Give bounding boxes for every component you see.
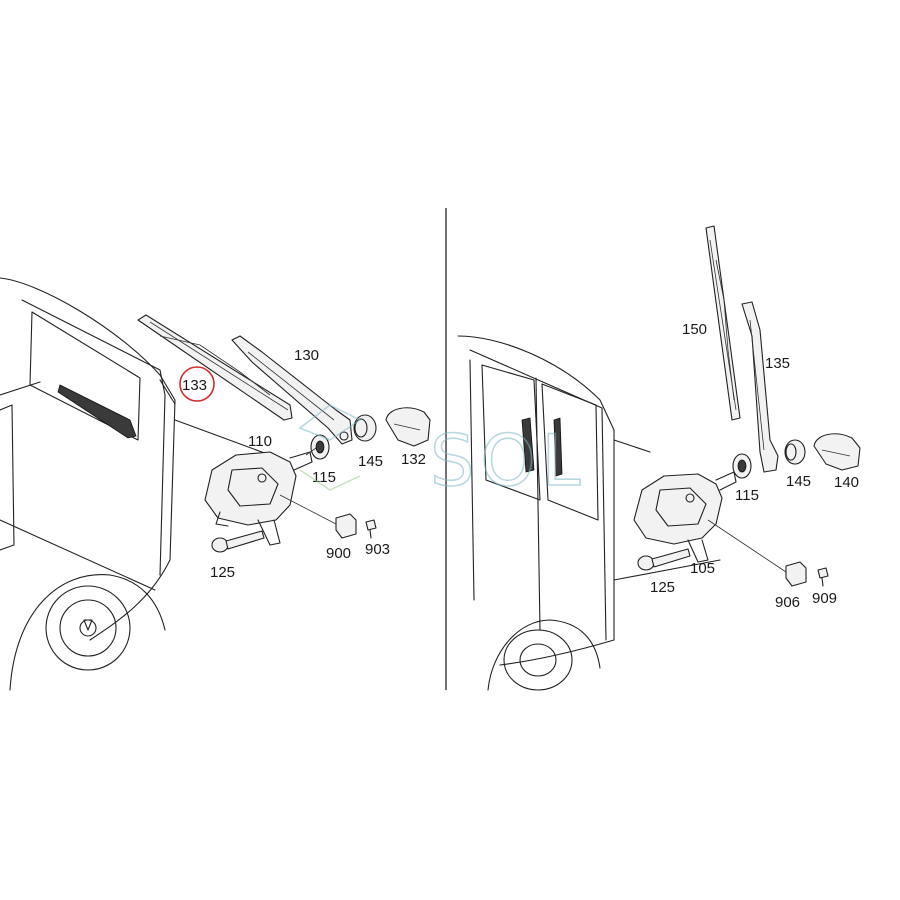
pin-909 xyxy=(817,567,829,587)
seal-115-right xyxy=(732,453,752,479)
callout-132: 132 xyxy=(401,451,426,468)
sol-watermark: SOL xyxy=(298,404,587,503)
cap-145-right xyxy=(784,439,806,465)
callout-105: 105 xyxy=(690,560,715,577)
wiper-arm-130 xyxy=(231,335,353,445)
callout-150: 150 xyxy=(682,321,707,338)
cover-140 xyxy=(813,433,861,471)
callout-909: 909 xyxy=(812,590,837,607)
callout-135: 135 xyxy=(765,355,790,372)
callout-133: 133 xyxy=(182,377,207,394)
connector-900 xyxy=(335,513,357,539)
callout-140: 140 xyxy=(834,474,859,491)
pin-903 xyxy=(365,519,377,539)
callout-145-right: 145 xyxy=(786,473,811,490)
callout-125: 125 xyxy=(210,564,235,581)
wiper-motor-105 xyxy=(633,471,737,563)
callout-900: 900 xyxy=(326,545,351,562)
left-panel: 130 133 110 115 145 132 900 903 125 xyxy=(0,277,431,691)
wiper-arm-135 xyxy=(741,301,779,473)
left-leader-lines xyxy=(279,447,337,525)
cap-145-left xyxy=(353,414,377,442)
screw-125-left xyxy=(211,530,265,553)
callout-115: 115 xyxy=(312,469,336,486)
connector-906 xyxy=(785,561,807,587)
cover-132 xyxy=(385,407,431,447)
wiper-blade-133 xyxy=(137,314,293,421)
seal-115-left xyxy=(310,434,330,460)
callout-125-right: 125 xyxy=(650,579,675,596)
callout-145: 145 xyxy=(358,453,383,470)
screw-125-right xyxy=(637,548,691,571)
callout-906: 906 xyxy=(775,594,800,611)
callout-903: 903 xyxy=(365,541,390,558)
callout-115-right: 115 xyxy=(735,487,759,504)
right-panel: 150 135 115 145 140 105 125 906 909 xyxy=(457,225,861,691)
wiper-blade-150 xyxy=(705,225,741,421)
highlight-circle-133 xyxy=(179,366,215,402)
wiper-motor-110 xyxy=(204,451,313,546)
callout-110: 110 xyxy=(248,433,272,450)
watermark-text: SOL xyxy=(430,420,587,502)
right-van-body xyxy=(457,335,721,691)
left-van-body xyxy=(0,277,271,691)
right-leader-lines xyxy=(707,519,787,573)
callout-130: 130 xyxy=(294,347,319,364)
